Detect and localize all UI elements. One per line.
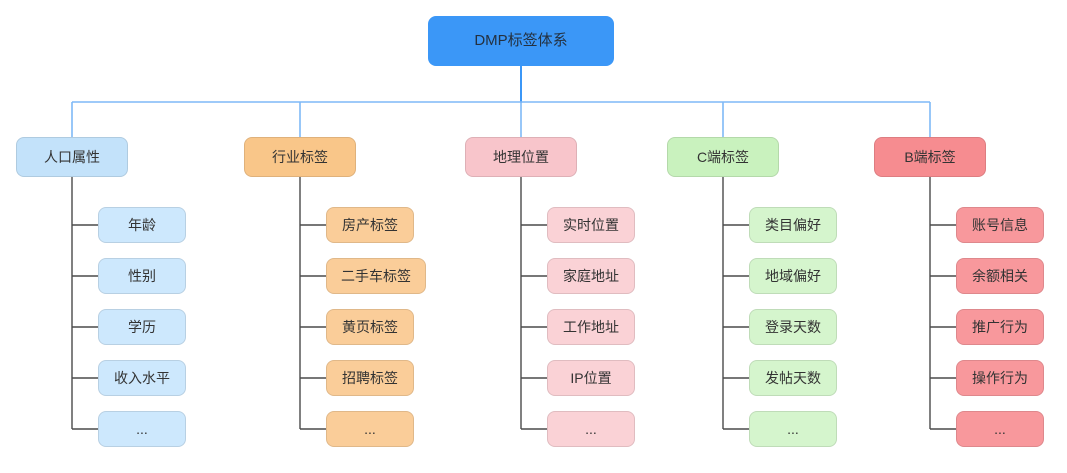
- leaf-node: 二手车标签: [326, 258, 426, 294]
- leaf-node-ellipsis: ...: [98, 411, 186, 447]
- leaf-node: 招聘标签: [326, 360, 414, 396]
- branch-node-industry: 行业标签: [244, 137, 356, 177]
- root-node: DMP标签体系: [428, 16, 614, 66]
- leaf-node: IP位置: [547, 360, 635, 396]
- leaf-node: 家庭地址: [547, 258, 635, 294]
- leaf-node: 性别: [98, 258, 186, 294]
- leaf-node-ellipsis: ...: [547, 411, 635, 447]
- leaf-node-ellipsis: ...: [749, 411, 837, 447]
- branch-node-b-side: B端标签: [874, 137, 986, 177]
- leaf-node: 登录天数: [749, 309, 837, 345]
- leaf-node: 推广行为: [956, 309, 1044, 345]
- leaf-node: 实时位置: [547, 207, 635, 243]
- leaf-node: 学历: [98, 309, 186, 345]
- leaf-node-ellipsis: ...: [956, 411, 1044, 447]
- leaf-node: 账号信息: [956, 207, 1044, 243]
- branch-node-geolocation: 地理位置: [465, 137, 577, 177]
- leaf-node: 操作行为: [956, 360, 1044, 396]
- branch-node-demographics: 人口属性: [16, 137, 128, 177]
- leaf-node: 余额相关: [956, 258, 1044, 294]
- leaf-node: 发帖天数: [749, 360, 837, 396]
- branch-node-c-side: C端标签: [667, 137, 779, 177]
- leaf-node-ellipsis: ...: [326, 411, 414, 447]
- leaf-node: 地域偏好: [749, 258, 837, 294]
- leaf-node: 收入水平: [98, 360, 186, 396]
- leaf-node: 黄页标签: [326, 309, 414, 345]
- leaf-node: 年龄: [98, 207, 186, 243]
- leaf-node: 工作地址: [547, 309, 635, 345]
- leaf-node: 类目偏好: [749, 207, 837, 243]
- level1-connectors: [71, 101, 931, 137]
- leaf-node: 房产标签: [326, 207, 414, 243]
